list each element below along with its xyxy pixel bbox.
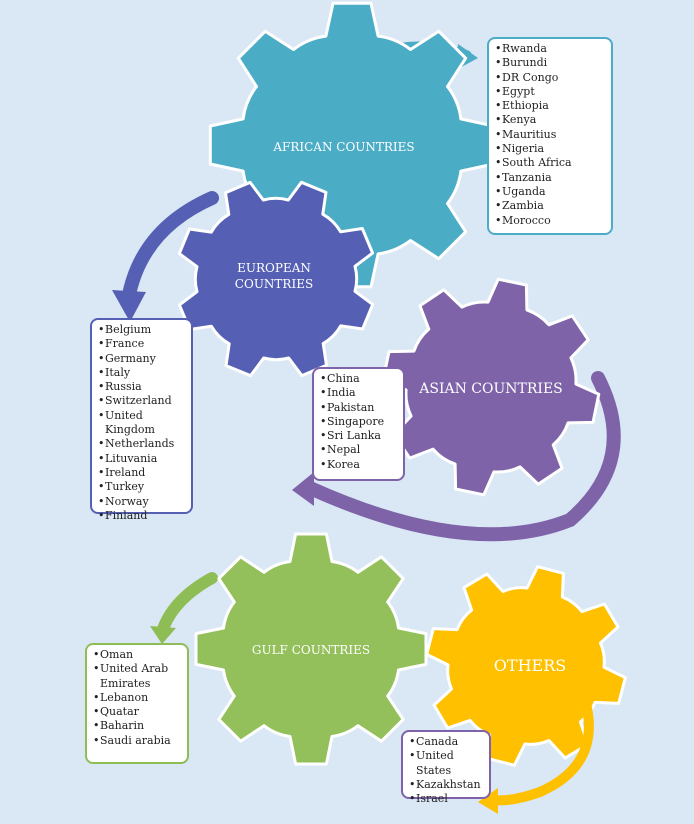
others-arrow-head (478, 788, 498, 814)
list-item: Germany (98, 352, 185, 367)
list-item: Belgium (98, 323, 185, 338)
list-item: Sri Lanka (320, 429, 397, 444)
list-item: Kenya (495, 113, 605, 128)
list-item: Baharin (93, 719, 181, 734)
list-item: South Africa (495, 156, 605, 171)
list-item: Turkey (98, 480, 185, 495)
list-item: Israel (409, 792, 483, 807)
list-item: Quatar (93, 705, 181, 720)
european-gear-label-line1: EUROPEAN (237, 261, 311, 275)
list-item: Zambia (495, 199, 605, 214)
european-countries-list: BelgiumFranceGermanyItalyRussiaSwitzerla… (90, 318, 193, 523)
gulf-arrow-head (150, 626, 176, 644)
list-item: Oman (93, 648, 181, 663)
list-item: United Arab Emirates (93, 662, 181, 691)
list-item: Lituvania (98, 452, 185, 467)
european-arrow-head (112, 290, 146, 322)
list-item: India (320, 386, 397, 401)
asian-arrow-head (292, 472, 314, 506)
list-item: Egypt (495, 85, 605, 100)
others-gear-label: OTHERS (494, 656, 566, 675)
gulf-gear-icon: GULF COUNTRIES (194, 532, 428, 766)
list-item: Mauritius (495, 128, 605, 143)
list-item: Korea (320, 458, 397, 473)
list-item: Norway (98, 495, 185, 510)
list-item: Switzerland (98, 394, 185, 409)
list-item: Saudi arabia (93, 734, 181, 749)
list-item: Lebanon (93, 691, 181, 706)
others-gear-icon: OTHERS (425, 565, 627, 767)
list-item: Tanzania (495, 171, 605, 186)
asian-countries-list: ChinaIndiaPakistanSingaporeSri LankaNepa… (312, 367, 405, 481)
list-item: Pakistan (320, 401, 397, 416)
list-item: Rwanda (495, 42, 605, 57)
list-item: Canada (409, 735, 483, 750)
list-item: Italy (98, 366, 185, 381)
list-item: Russia (98, 380, 185, 395)
european-arrow (121, 191, 219, 307)
list-item: Burundi (495, 56, 605, 71)
list-item: United Kingdom (98, 409, 185, 438)
list-item: Singapore (320, 415, 397, 430)
gulf-arrow (156, 572, 218, 638)
list-item: China (320, 372, 397, 387)
list-item: Ethiopia (495, 99, 605, 114)
list-item: Uganda (495, 185, 605, 200)
others-arrow (489, 675, 594, 806)
african-countries-list: RwandaBurundiDR CongoEgyptEthiopiaKenyaM… (487, 37, 613, 235)
list-item: Finland (98, 509, 185, 524)
european-gear-icon: EUROPEAN COUNTRIES (177, 180, 375, 378)
asian-gear-label: ASIAN COUNTRIES (418, 381, 563, 397)
gulf-countries-list: OmanUnited Arab EmiratesLebanonQuatarBah… (85, 643, 189, 764)
gulf-gear-label: GULF COUNTRIES (252, 643, 370, 657)
european-gear-label-line2: COUNTRIES (235, 277, 313, 291)
list-item: Netherlands (98, 437, 185, 452)
list-item: DR Congo (495, 71, 605, 86)
list-item: Nepal (320, 443, 397, 458)
list-item: Kazakhstan (409, 778, 483, 793)
african-gear-label: AFRICAN COUNTRIES (272, 140, 414, 154)
list-item: Morocco (495, 214, 605, 229)
asian-gear-icon: ASIAN COUNTRIES (381, 277, 601, 497)
list-item: Nigeria (495, 142, 605, 157)
list-item: United States (409, 749, 483, 778)
others-countries-list: CanadaUnited StatesKazakhstanIsrael (401, 730, 491, 807)
asian-arrow (303, 371, 621, 542)
list-item: France (98, 337, 185, 352)
list-item: Ireland (98, 466, 185, 481)
